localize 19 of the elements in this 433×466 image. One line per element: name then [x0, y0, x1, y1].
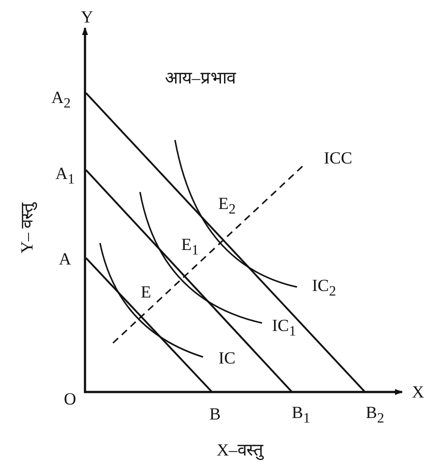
- curve-label: ICC: [324, 150, 352, 166]
- point-label: B: [209, 406, 221, 422]
- point-label: A: [58, 250, 72, 268]
- axis-label: X–वस्तु: [216, 442, 264, 458]
- point-label: E$_{1}$: [181, 236, 199, 258]
- point-label: E$_{2}$: [218, 195, 236, 217]
- axis-label: Y– वस्तु: [18, 202, 36, 254]
- point-label: A$_{2}$: [51, 89, 71, 111]
- curve-label: IC: [218, 350, 236, 366]
- graph-title: आय–प्रभाव: [164, 70, 236, 86]
- point-label: E: [140, 284, 152, 300]
- axis-label: Y: [80, 8, 94, 26]
- point-label: A$_{1}$: [55, 165, 75, 187]
- origin-label: O: [64, 390, 76, 408]
- point-label: B$_{1}$: [292, 404, 310, 426]
- curve-label: IC$_{1}$: [272, 317, 296, 339]
- point-label: B$_{2}$: [366, 404, 384, 426]
- axis-label: X: [412, 384, 424, 400]
- curve-label: IC$_{2}$: [312, 277, 336, 299]
